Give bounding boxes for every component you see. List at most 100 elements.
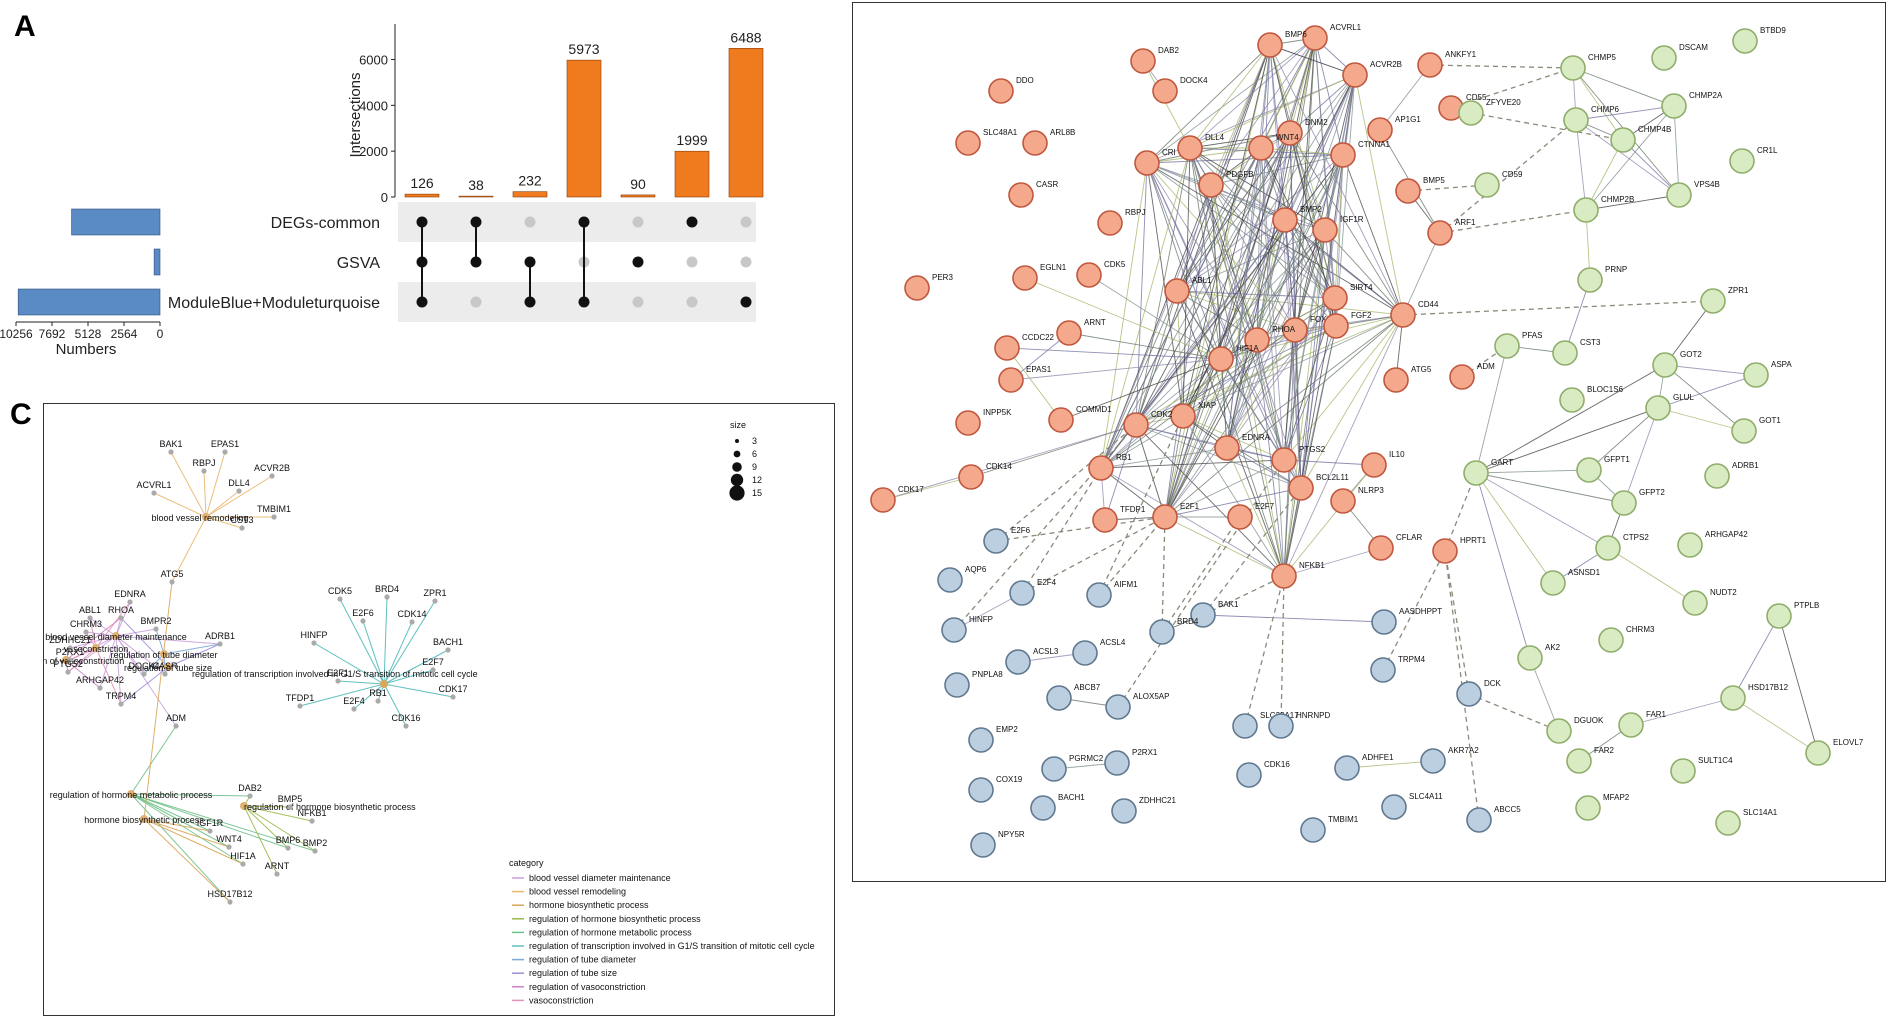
network-node [1300, 817, 1326, 843]
enrichment-edge [143, 653, 165, 675]
gene-node [169, 579, 175, 585]
network-node-label: AQP6 [965, 565, 987, 574]
y-tick-label: 2000 [359, 144, 388, 159]
matrix-dot [470, 296, 482, 308]
gene-label: RBPJ [192, 458, 215, 468]
category-legend-label: hormone biosynthetic process [529, 900, 649, 910]
y-tick-label: 4000 [359, 98, 388, 113]
network-edge [1220, 37, 1316, 360]
enrichment-edge [65, 617, 122, 661]
network-node-label: EDNRA [1242, 433, 1271, 442]
network-node [988, 78, 1014, 104]
gene-label: ABL1 [79, 605, 101, 615]
network-node [1458, 100, 1484, 126]
network-node-label: DOCK4 [1180, 76, 1208, 85]
bar-value-label: 5973 [568, 41, 599, 57]
network-edge [1100, 459, 1285, 469]
network-node [1715, 810, 1741, 836]
matrix-dot [524, 216, 536, 228]
gene-label: HSD17B12 [207, 889, 252, 899]
network-edge [1006, 347, 1062, 421]
network-node-label: RB1 [1116, 453, 1132, 462]
network-node [1271, 563, 1297, 589]
network-edge [1564, 279, 1591, 354]
network-edge [1575, 119, 1680, 196]
network-edge-dashed [1444, 472, 1477, 552]
enrichment-edge [143, 818, 211, 832]
size-legend-value: 3 [752, 436, 757, 446]
network-node [1720, 685, 1746, 711]
enrichment-edge [89, 617, 117, 637]
gene-label: E2F7 [422, 657, 444, 667]
enrichment-edge [243, 805, 313, 822]
network-edge [1182, 147, 1191, 417]
network-node [1123, 412, 1149, 438]
network-edge [1283, 547, 1382, 577]
network-node-label: GFPT2 [1639, 488, 1665, 497]
network-edge [1100, 132, 1291, 469]
gene-node [65, 669, 71, 675]
size-legend-title: size [730, 420, 746, 430]
gene-node [432, 598, 438, 604]
network-node [1432, 538, 1458, 564]
y-tick-label: 6000 [359, 53, 388, 68]
x-tick-label: 10256 [0, 327, 33, 341]
network-edge [1260, 147, 1285, 577]
network-node [1611, 490, 1637, 516]
enrichment-edge [143, 818, 244, 865]
intersection-bar [620, 194, 656, 198]
network-node-label: ARHGAP42 [1705, 530, 1748, 539]
enrichment-edge [153, 492, 207, 518]
network-node [994, 335, 1020, 361]
network-edge-dashed [1098, 415, 1184, 596]
y-axis-label: Intersections [347, 72, 364, 157]
network-node-label: ARL8B [1050, 128, 1075, 137]
network-edge [1210, 184, 1286, 221]
size-legend-dot [733, 450, 741, 458]
gene-node [309, 818, 315, 824]
gene-node [118, 701, 124, 707]
enrichment-edge [383, 621, 413, 685]
network-node-label: ELOVL7 [1833, 738, 1864, 747]
matrix-dot [686, 256, 698, 268]
network-node [1030, 795, 1056, 821]
network-edge [1283, 37, 1316, 461]
network-node [1227, 504, 1253, 530]
network-node [1805, 740, 1831, 766]
network-node [1743, 362, 1769, 388]
network-node [1086, 582, 1112, 608]
gene-node [118, 615, 124, 621]
network-edge [1623, 407, 1659, 504]
network-edge [1475, 469, 1590, 474]
network-edge [1100, 290, 1178, 469]
intersection-bar [674, 150, 710, 198]
network-edge-dashed [1444, 550, 1470, 695]
network-edge [1475, 472, 1609, 549]
network-edge [1732, 697, 1819, 754]
gene-node [127, 599, 133, 605]
network-node-label: ZPR1 [1728, 286, 1749, 295]
network-node-label: VPS4B [1694, 180, 1720, 189]
enrichment-edge [167, 643, 221, 668]
gene-label: ADRB1 [205, 631, 235, 641]
network-node [1368, 535, 1394, 561]
network-edge-dashed [1402, 300, 1714, 316]
network-node-label: DAB2 [1158, 46, 1179, 55]
gene-label: CDK16 [391, 713, 420, 723]
matrix-dot [740, 296, 752, 308]
network-edge [1164, 44, 1271, 518]
network-edge [1135, 424, 1166, 518]
gene-label: BMP2 [303, 838, 328, 848]
network-node-label: E2F4 [1037, 578, 1057, 587]
network-node-label: ZFYVE20 [1486, 98, 1521, 107]
network-node [1268, 713, 1294, 739]
network-node-label: ABCB7 [1074, 683, 1101, 692]
size-legend-dot [735, 439, 739, 443]
network-node [1361, 452, 1387, 478]
network-node-label: ACSL4 [1100, 638, 1126, 647]
network-edge [1475, 345, 1508, 474]
enrichment-edge [163, 643, 221, 655]
network-edge [1146, 44, 1271, 164]
network-edge [1657, 374, 1757, 409]
gene-node [239, 525, 245, 531]
